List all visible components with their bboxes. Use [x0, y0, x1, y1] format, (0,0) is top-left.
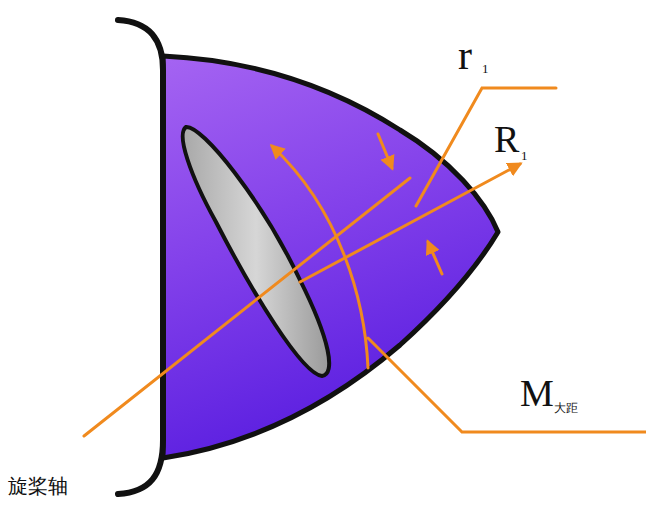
dim-arrow-top — [378, 134, 392, 168]
hub-bracket — [118, 20, 163, 494]
dim-arrow-bottom — [428, 242, 442, 274]
subscript: 1 — [482, 62, 489, 75]
radius-symbol: r — [458, 34, 472, 76]
subscript: 大距 — [554, 402, 578, 414]
moment-arc-arrow — [272, 146, 368, 368]
blade-region — [163, 56, 498, 458]
r-leader — [416, 88, 556, 206]
radius-arrow — [300, 164, 520, 282]
m-leader — [368, 338, 646, 432]
axis-label: 旋桨轴 — [8, 476, 68, 496]
radius-symbol: R — [494, 120, 519, 158]
subscript: 1 — [521, 149, 528, 162]
moment-symbol: M — [520, 374, 554, 412]
